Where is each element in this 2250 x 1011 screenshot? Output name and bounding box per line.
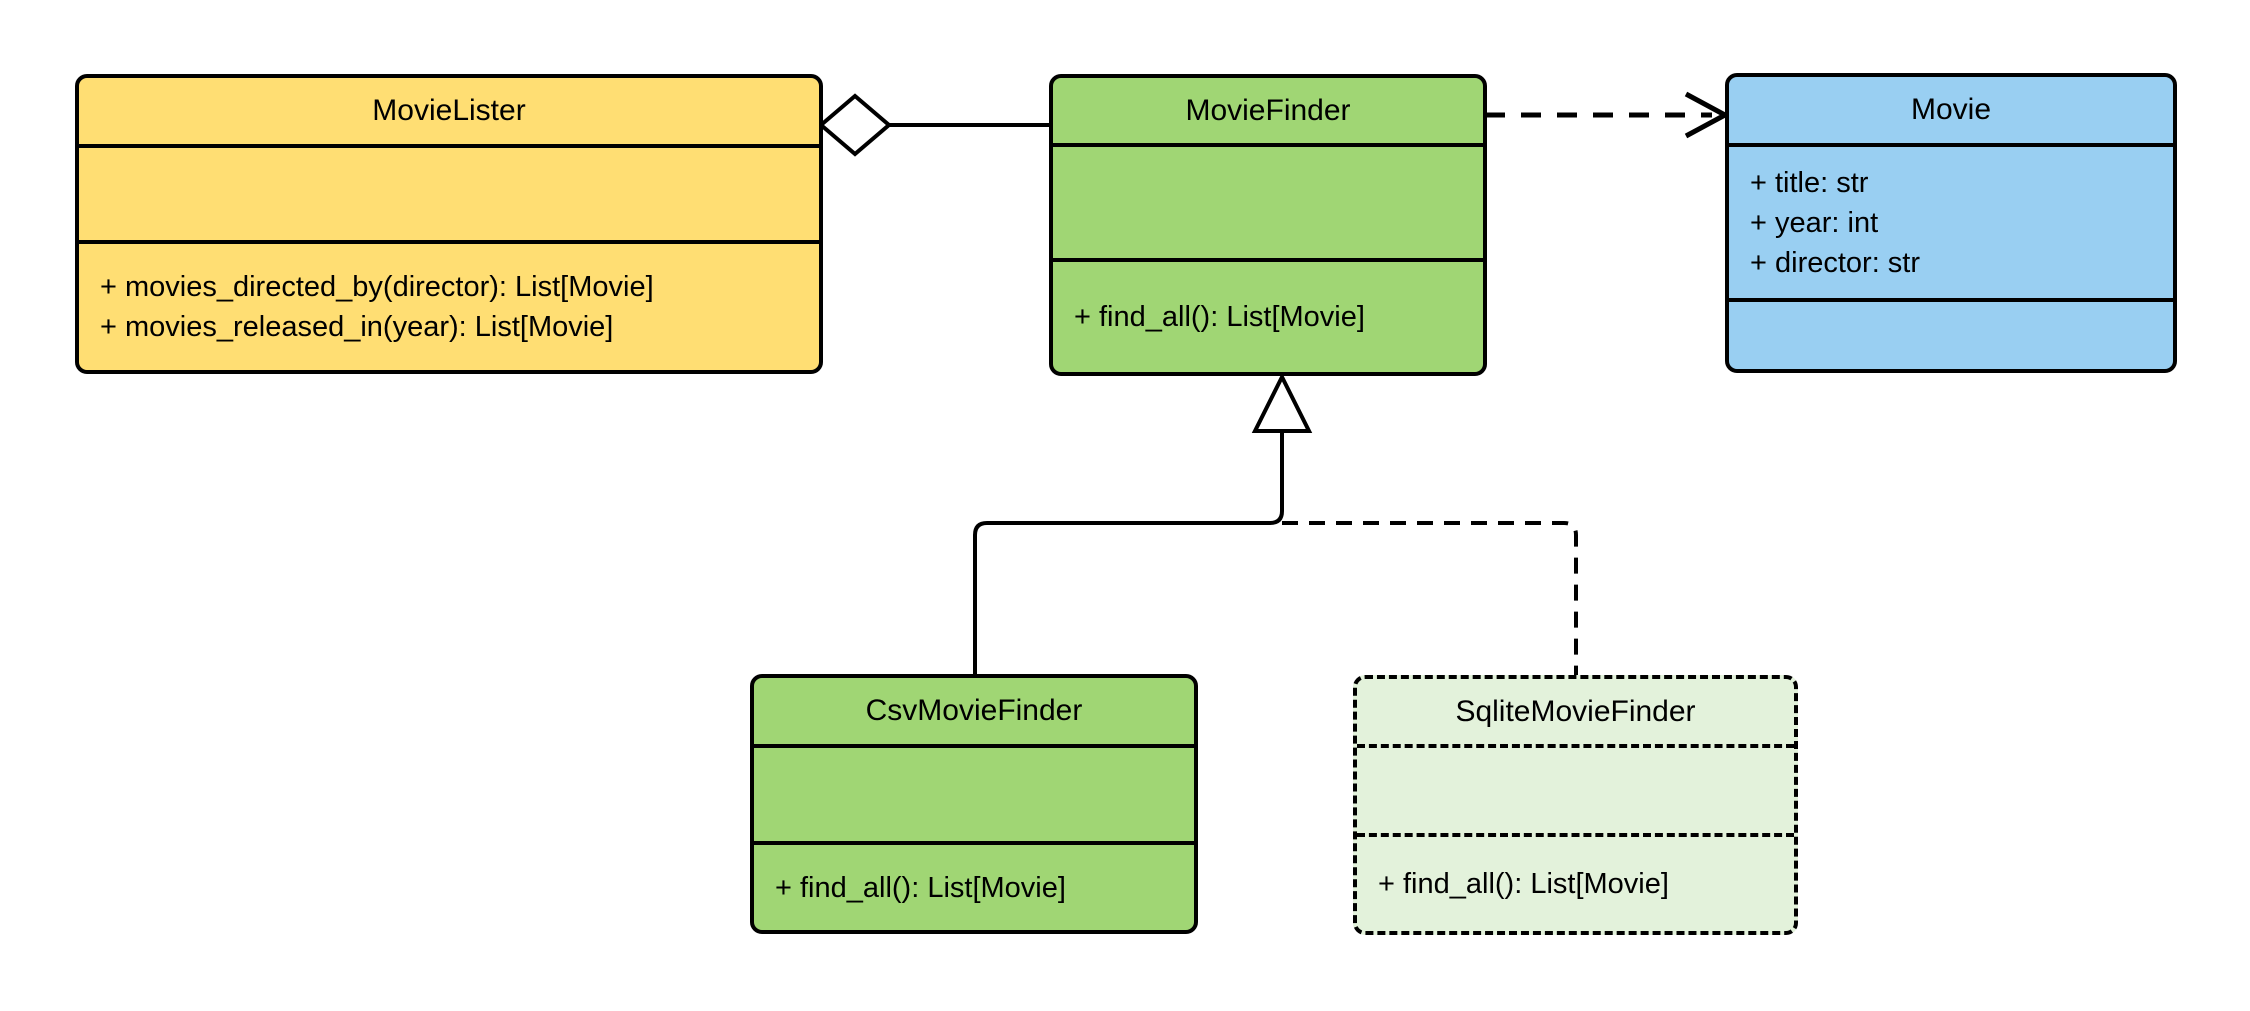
inheritance-connector-solid — [973, 429, 1284, 678]
hollow-triangle-marker — [1251, 372, 1313, 433]
hollow-diamond-marker — [817, 93, 893, 157]
attribute-item: + year: int — [1750, 206, 1879, 239]
class-title: MovieFinder — [1185, 93, 1351, 127]
method-item: + movies_released_in(year): List[Movie] — [100, 311, 614, 343]
class-title: CsvMovieFinder — [865, 694, 1083, 727]
methods-compartment: + find_all(): List[Movie] — [1053, 258, 1483, 372]
attributes-compartment — [1357, 744, 1794, 833]
attributes-compartment — [754, 744, 1194, 841]
attributes-compartment — [79, 144, 819, 240]
methods-compartment: + find_all(): List[Movie] — [1357, 833, 1794, 931]
attribute-item: + director: str — [1750, 246, 1921, 279]
class-title: Movie — [1910, 93, 1992, 126]
methods-compartment — [1729, 298, 2173, 369]
class-box-csvmoviefinder: CsvMovieFinder + find_all(): List[Movie] — [750, 674, 1198, 934]
dependency-connector — [1485, 91, 1731, 139]
attribute-item: + title: str — [1750, 166, 1869, 199]
method-item: + find_all(): List[Movie] — [1074, 301, 1365, 333]
methods-compartment: + movies_directed_by(director): List[Mov… — [79, 240, 819, 370]
inheritance-line-dashed — [1282, 521, 1578, 679]
method-item: + movies_directed_by(director): List[Mov… — [100, 271, 654, 303]
attributes-compartment: + title: str + year: int + director: str — [1729, 143, 2173, 298]
class-box-sqlitemoviefinder: SqliteMovieFinder + find_all(): List[Mov… — [1353, 675, 1798, 935]
attributes-compartment — [1053, 143, 1483, 258]
method-item: + find_all(): List[Movie] — [775, 871, 1066, 904]
aggregation-connector — [817, 93, 1053, 157]
method-item: + find_all(): List[Movie] — [1378, 868, 1669, 900]
inheritance-line-solid — [973, 429, 1284, 678]
open-arrowhead-marker — [1684, 91, 1731, 139]
class-box-moviefinder: MovieFinder + find_all(): List[Movie] — [1049, 74, 1487, 376]
class-box-movie: Movie + title: str + year: int + directo… — [1725, 73, 2177, 373]
class-title: SqliteMovieFinder — [1455, 694, 1696, 728]
class-title: MovieLister — [372, 94, 526, 127]
class-box-movielister: MovieLister + movies_directed_by(directo… — [75, 74, 823, 374]
inheritance-connector-dashed — [1282, 521, 1578, 679]
methods-compartment: + find_all(): List[Movie] — [754, 841, 1194, 930]
